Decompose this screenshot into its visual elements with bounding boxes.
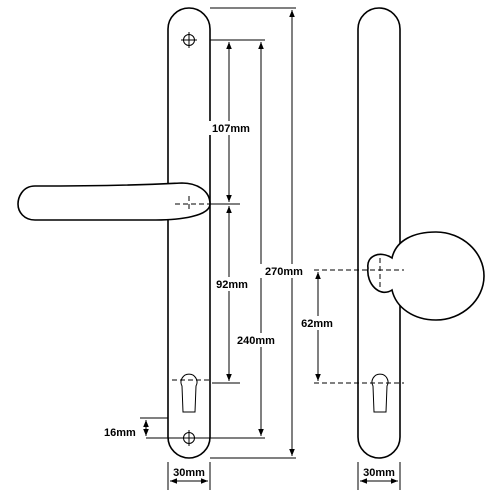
dimension-62: 62mm [296,272,338,381]
label-30mm-right: 30mm [363,467,395,479]
left-backplate [17,7,212,459]
dimension-30-left: 30mm [170,467,208,484]
bottom-screw-icon [181,430,197,446]
right-plate-outline [357,7,401,459]
label-270mm: 270mm [265,266,303,278]
top-screw-icon [181,32,197,48]
label-62mm: 62mm [301,318,333,330]
right-keyhole-icon [371,373,389,413]
dimension-30-right: 30mm [360,467,398,484]
lever-handle [17,182,211,221]
left-keyhole-icon [180,373,198,413]
dimension-240: 240mm [232,42,280,436]
extension-lines [140,7,401,490]
right-backplate [314,7,485,459]
label-30mm-left: 30mm [173,467,205,479]
left-plate-outline [167,7,211,459]
label-92mm: 92mm [216,279,248,291]
dimension-92: 92mm [212,206,252,381]
label-107mm: 107mm [212,123,250,135]
knob [367,231,485,321]
dimension-270: 270mm [260,10,308,456]
label-16mm: 16mm [104,427,136,439]
label-240mm: 240mm [237,335,275,347]
dimension-107: 107mm [208,42,254,202]
dimension-16: 16mm [104,420,183,439]
